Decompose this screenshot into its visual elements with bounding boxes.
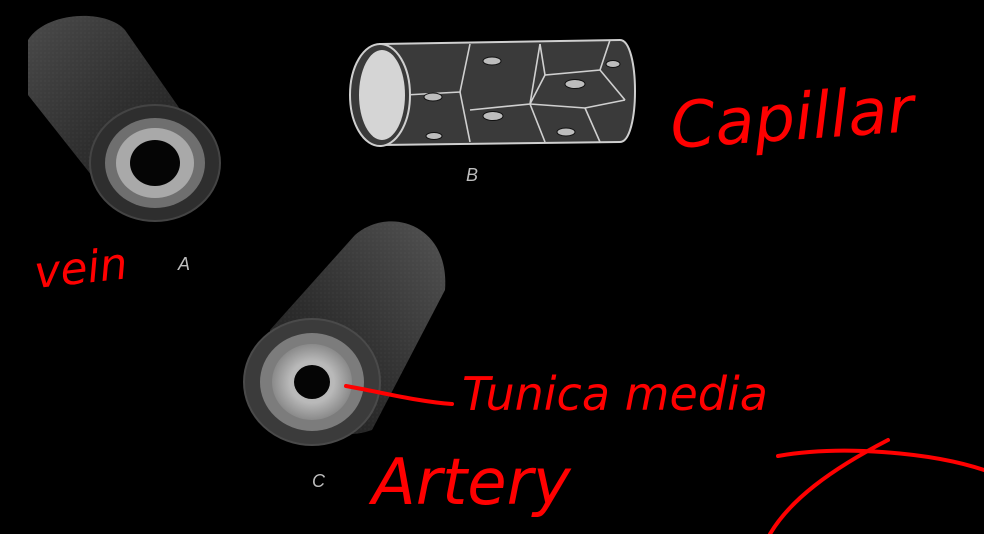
- capillary-annotation: Capillar: [668, 73, 920, 164]
- cell-nucleus: [424, 93, 442, 101]
- vein-annotation: vein: [32, 238, 130, 298]
- vein-lumen: [130, 140, 180, 186]
- tunica-media-annotation: Tunica media: [462, 367, 768, 421]
- cell-nucleus: [426, 133, 442, 140]
- artery-lumen: [294, 365, 330, 399]
- artery-annotation: Artery: [368, 446, 572, 520]
- panel-label-b: B: [466, 165, 478, 185]
- red-stroke-horizontal: [778, 451, 984, 470]
- cell-nucleus: [606, 61, 620, 68]
- cell-nucleus: [483, 57, 501, 65]
- cell-nucleus: [565, 80, 585, 89]
- capillary-illustration: B: [350, 40, 635, 185]
- cell-nucleus: [483, 112, 503, 121]
- panel-label-c: C: [312, 471, 326, 491]
- capillary-lumen: [359, 50, 405, 140]
- capillary-tube-body: [380, 40, 635, 145]
- cell-nucleus: [557, 128, 575, 136]
- panel-label-a: A: [177, 254, 190, 274]
- vein-illustration: A: [28, 16, 220, 274]
